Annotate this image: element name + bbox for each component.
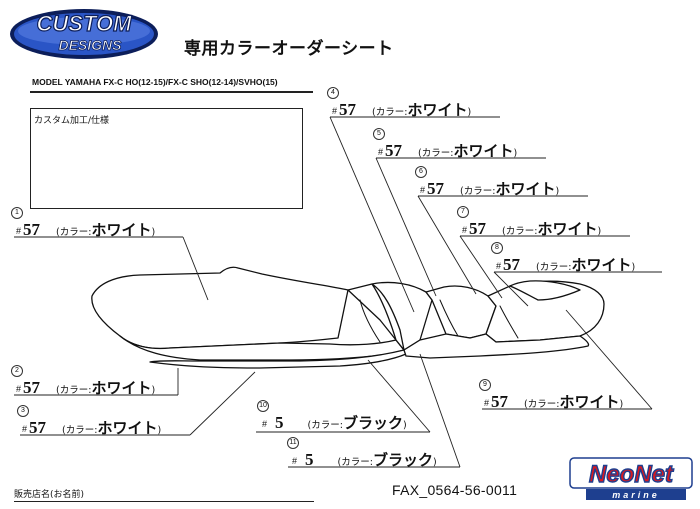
callout-2-hash: # bbox=[16, 384, 22, 394]
callout-7-hash: # bbox=[462, 225, 468, 235]
callout-3-hash: # bbox=[22, 424, 28, 434]
callout-6-label: (カラー: bbox=[460, 186, 496, 197]
callout-1-number[interactable]: 57 bbox=[23, 220, 41, 239]
model-underline bbox=[30, 91, 313, 93]
callout-5-circle: 5 bbox=[373, 128, 385, 140]
callout-7-circle: 7 bbox=[457, 206, 469, 218]
callout-3: 3 #57 (カラー:ホワイト) bbox=[17, 405, 162, 438]
callout-8-close: ) bbox=[631, 262, 636, 273]
callout-7-label: (カラー: bbox=[502, 226, 538, 237]
callout-11-label: (カラー: bbox=[337, 457, 373, 468]
callout-1-hash: # bbox=[16, 226, 22, 236]
callout-11-circle: 11 bbox=[287, 437, 299, 449]
callout-10-close: ) bbox=[402, 420, 407, 431]
callout-4-color[interactable]: ホワイト bbox=[407, 101, 468, 119]
callout-1-close: ) bbox=[151, 227, 156, 238]
callout-2-close: ) bbox=[151, 385, 156, 396]
seller-name-label: 販売店名(お名前) bbox=[14, 490, 85, 500]
callout-3-circle: 3 bbox=[17, 405, 29, 417]
seat-panel-rear-skirt bbox=[403, 333, 590, 359]
callout-10-circle: 10 bbox=[257, 400, 269, 412]
page-title: 専用カラーオーダーシート bbox=[184, 39, 394, 59]
callout-4-close: ) bbox=[467, 107, 472, 118]
seat-panel-rear-top bbox=[509, 280, 581, 301]
svg-text:marine: marine bbox=[612, 490, 660, 500]
seat-panel-step bbox=[425, 285, 497, 339]
fax-number: FAX_0564-56-0011 bbox=[392, 482, 518, 498]
callout-6-circle: 6 bbox=[415, 166, 427, 178]
callout-8-circle: 8 bbox=[491, 242, 503, 254]
callout-10-color[interactable]: ブラック bbox=[342, 414, 403, 432]
svg-text:CUSTOM: CUSTOM bbox=[37, 11, 133, 36]
neonet-marine-logo: NeoNet marine bbox=[569, 457, 693, 500]
callout-10-hash: # bbox=[262, 419, 268, 429]
callout-6: 6 #57 (カラー:ホワイト) bbox=[415, 166, 560, 199]
callout-9-label: (カラー: bbox=[524, 399, 560, 410]
callout-2-color[interactable]: ホワイト bbox=[91, 379, 152, 397]
callout-8: 8 #57 (カラー:ホワイト) bbox=[491, 242, 636, 275]
callout-2-label: (カラー: bbox=[56, 385, 92, 396]
callout-1-color[interactable]: ホワイト bbox=[91, 221, 152, 239]
callout-4-circle: 4 bbox=[327, 87, 339, 99]
callout-6-number[interactable]: 57 bbox=[427, 179, 445, 198]
callout-3-close: ) bbox=[157, 425, 162, 436]
svg-text:DESIGNS: DESIGNS bbox=[58, 37, 122, 53]
callout-7-number[interactable]: 57 bbox=[469, 219, 487, 238]
callout-7: 7 #57 (カラー:ホワイト) bbox=[457, 206, 602, 239]
callout-6-color[interactable]: ホワイト bbox=[495, 180, 556, 198]
callout-6-close: ) bbox=[555, 186, 560, 197]
callout-7-close: ) bbox=[597, 226, 602, 237]
callout-1-label: (カラー: bbox=[56, 227, 92, 238]
callout-4: 4 #57 (カラー:ホワイト) bbox=[327, 87, 472, 120]
callout-5-label: (カラー: bbox=[418, 148, 454, 159]
callout-11-hash: # bbox=[292, 456, 298, 466]
callout-4-label: (カラー: bbox=[372, 107, 408, 118]
callout-1: 1 #57 (カラー:ホワイト) bbox=[11, 207, 156, 240]
callout-4-hash: # bbox=[332, 106, 338, 116]
model-text: MODEL YAMAHA FX-C HO(12-15)/FX-C SHO(12-… bbox=[32, 77, 278, 87]
callout-11-color[interactable]: ブラック bbox=[372, 451, 433, 469]
callout-5-color[interactable]: ホワイト bbox=[453, 142, 514, 160]
callout-5-close: ) bbox=[513, 148, 518, 159]
callout-2: 2 #57 (カラー:ホワイト) bbox=[11, 365, 156, 398]
callout-9-circle: 9 bbox=[479, 379, 491, 391]
callout-8-number[interactable]: 57 bbox=[503, 255, 521, 274]
callout-5: 5 #57 (カラー:ホワイト) bbox=[373, 128, 518, 161]
custom-designs-logo: CUSTOM DESIGNS bbox=[10, 9, 158, 59]
callout-5-hash: # bbox=[378, 147, 384, 157]
callout-6-hash: # bbox=[420, 185, 426, 195]
callout-8-color[interactable]: ホワイト bbox=[571, 256, 632, 274]
callout-5-number[interactable]: 57 bbox=[385, 141, 403, 160]
callout-9-color[interactable]: ホワイト bbox=[559, 393, 620, 411]
callout-8-label: (カラー: bbox=[536, 262, 572, 273]
callout-7-color[interactable]: ホワイト bbox=[537, 220, 598, 238]
callout-11-number[interactable]: 5 bbox=[305, 450, 314, 469]
seller-name-field[interactable] bbox=[14, 501, 314, 503]
callout-10-number[interactable]: 5 bbox=[275, 413, 284, 432]
callout-3-number[interactable]: 57 bbox=[29, 418, 47, 437]
callout-2-number[interactable]: 57 bbox=[23, 378, 41, 397]
callout-9-number[interactable]: 57 bbox=[491, 392, 509, 411]
callout-11-close: ) bbox=[432, 457, 437, 468]
callout-9-hash: # bbox=[484, 398, 490, 408]
svg-text:NeoNet: NeoNet bbox=[589, 461, 674, 488]
callout-10-label: (カラー: bbox=[307, 420, 343, 431]
callout-2-circle: 2 bbox=[11, 365, 23, 377]
callout-9-close: ) bbox=[619, 399, 624, 410]
custom-spec-box[interactable] bbox=[30, 108, 303, 209]
callout-4-number[interactable]: 57 bbox=[339, 100, 357, 119]
callout-3-color[interactable]: ホワイト bbox=[97, 419, 158, 437]
callout-8-hash: # bbox=[496, 261, 502, 271]
seat-panel-front bbox=[91, 266, 349, 350]
callout-1-circle: 1 bbox=[11, 207, 23, 219]
callout-11: 11 #5 (カラー:ブラック) bbox=[287, 437, 437, 470]
callout-10: 10 #5 (カラー:ブラック) bbox=[257, 400, 407, 433]
callout-3-label: (カラー: bbox=[62, 425, 98, 436]
custom-spec-label: カスタム加工/仕様 bbox=[34, 116, 110, 126]
callout-9: 9 #57 (カラー:ホワイト) bbox=[479, 379, 624, 412]
